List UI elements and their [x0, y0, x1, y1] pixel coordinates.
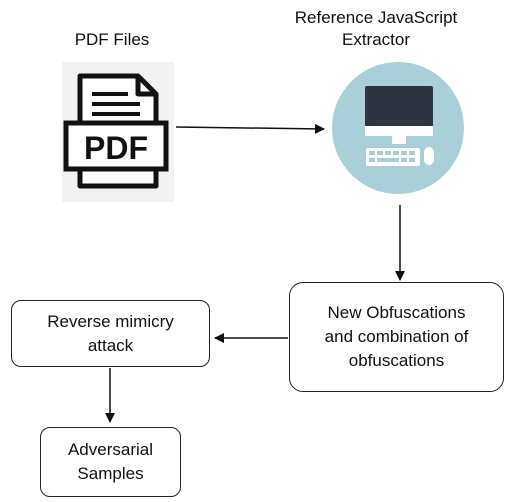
obfuscations-line2: and combination of — [324, 327, 469, 346]
obfuscations-box: New Obfuscations and combination of obfu… — [289, 282, 504, 392]
reverse-mimicry-box: Reverse mimicry attack — [11, 300, 210, 367]
reverse-mimicry-line1: Reverse mimicry — [47, 311, 174, 331]
obfuscations-line1: New Obfuscations — [327, 303, 466, 322]
extractor-label-line1: Reference JavaScript — [294, 8, 458, 27]
extractor-label: Reference JavaScript Extractor — [286, 7, 466, 51]
adversarial-line1: Adversarial — [67, 440, 154, 459]
obfuscations-line3: obfuscations — [348, 351, 445, 370]
adversarial-line2: Samples — [77, 464, 144, 483]
adversarial-samples-box: Adversarial Samples — [40, 427, 181, 497]
pdf-files-label: PDF Files — [74, 30, 150, 49]
pdf-icon-text: PDF — [84, 130, 148, 166]
extractor-label-line2: Extractor — [341, 30, 411, 49]
reverse-mimicry-line2: attack — [87, 335, 134, 355]
arrow-pdf-to-extractor — [175, 123, 325, 134]
